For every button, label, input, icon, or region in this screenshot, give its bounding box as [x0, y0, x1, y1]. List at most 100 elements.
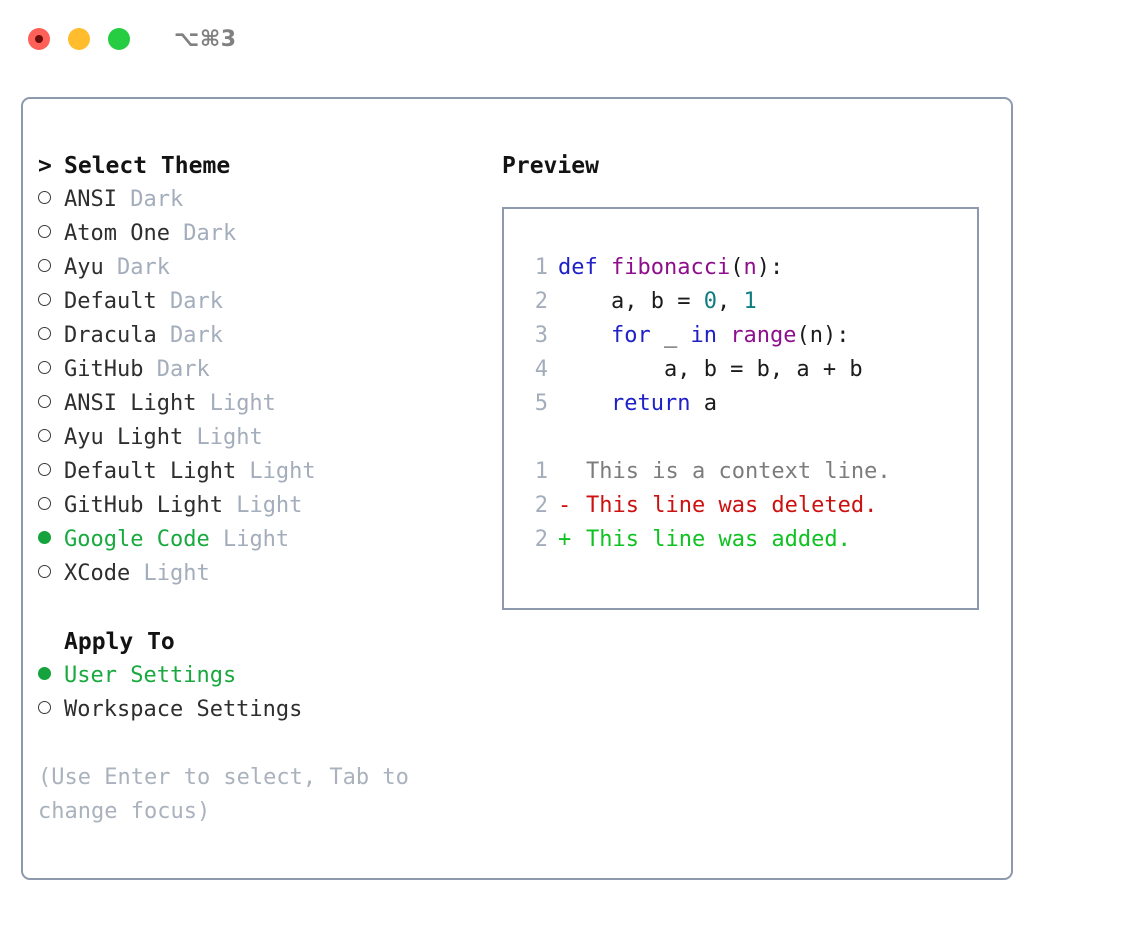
theme-option-item[interactable]: Google Code Light — [38, 523, 488, 557]
diff-line: 2 + This line was added. — [520, 523, 977, 557]
theme-option-item[interactable]: Default Dark — [38, 285, 488, 319]
code-token-plain: , — [716, 289, 744, 314]
theme-option-item[interactable]: Ayu Dark — [38, 251, 488, 285]
diff-line: 2-This line was deleted. — [520, 489, 977, 523]
code-token-fn: range — [730, 323, 797, 348]
code-token-plain — [558, 391, 611, 416]
code-token-punct: ): — [756, 255, 784, 280]
code-token-plain — [558, 323, 611, 348]
theme-option-variant: Dark — [116, 187, 184, 212]
code-token-kw: in — [690, 323, 717, 348]
radio-dot — [38, 429, 51, 442]
apply-to-heading: Apply To — [38, 625, 488, 659]
minimize-window-button[interactable] — [68, 28, 90, 50]
theme-option-label: GitHub Light — [64, 493, 223, 518]
code-token-plain: a — [690, 391, 717, 416]
apply-option-label: User Settings — [64, 663, 237, 688]
radio-dot — [38, 225, 51, 238]
theme-option-variant: Dark — [169, 221, 237, 246]
code-line-number: 1 — [534, 255, 548, 280]
apply-to-heading-label: Apply To — [64, 629, 175, 655]
theme-option-item[interactable]: GitHub Dark — [38, 353, 488, 387]
code-line-content: for _ in range(n): — [558, 319, 849, 353]
code-token-plain: _ — [650, 323, 691, 348]
theme-option-item[interactable]: Atom One Dark — [38, 217, 488, 251]
code-token-kw: return — [610, 391, 691, 416]
theme-option-item[interactable]: Default Light Light — [38, 455, 488, 489]
list-spacer — [38, 591, 488, 625]
close-window-button[interactable] — [28, 28, 50, 50]
traffic-lights — [28, 28, 130, 50]
theme-option-item[interactable]: Dracula Dark — [38, 319, 488, 353]
code-line: 5 return a — [520, 387, 977, 421]
theme-option-variant: Light — [183, 425, 263, 450]
maximize-window-button[interactable] — [108, 28, 130, 50]
theme-option-label: GitHub — [64, 357, 144, 382]
theme-option-label: ANSI — [64, 187, 117, 212]
theme-option-variant: Light — [222, 493, 303, 518]
theme-option-label: Ayu Light — [64, 425, 184, 450]
theme-option-label: Ayu — [64, 255, 104, 280]
theme-option-item[interactable]: GitHub Light Light — [38, 489, 488, 523]
theme-option-variant: Light — [209, 527, 290, 552]
apply-option-item[interactable]: Workspace Settings — [38, 693, 488, 727]
theme-option-label: Atom One — [64, 221, 170, 246]
window-shortcut-label: ⌥⌘3 — [174, 26, 237, 52]
radio-dot — [38, 259, 51, 272]
titlebar: ⌥⌘3 — [0, 0, 1140, 78]
code-token-plain: a, b = — [558, 289, 704, 314]
code-line: 2 a, b = 0, 1 — [520, 285, 977, 319]
diff-line-text: This is a context line. — [586, 459, 891, 484]
theme-option-item[interactable]: XCode Light — [38, 557, 488, 591]
code-line-content: return a — [558, 387, 717, 421]
radio-dot — [38, 361, 51, 374]
theme-option-variant: Dark — [103, 255, 170, 280]
code-line: 4 a, b = b, a + b — [520, 353, 977, 387]
theme-picker-heading-label: Select Theme — [64, 153, 231, 179]
theme-option-label: XCode — [64, 561, 131, 586]
code-token-plain: a, b = b, a + b — [558, 357, 863, 382]
theme-option-item[interactable]: Ayu Light Light — [38, 421, 488, 455]
radio-dot — [38, 497, 51, 510]
theme-option-item[interactable]: ANSI Light Light — [38, 387, 488, 421]
theme-option-item[interactable]: ANSI Dark — [38, 183, 488, 217]
code-token-num: 1 — [743, 289, 757, 314]
theme-option-label: Google Code — [64, 527, 210, 552]
diff-line-number: 2 — [534, 527, 548, 552]
code-token-punct: ( — [730, 255, 744, 280]
code-token-kw: def — [558, 255, 611, 280]
diff-line-text: This line was deleted. — [586, 493, 878, 518]
code-line-number: 4 — [534, 357, 548, 382]
radio-dot — [38, 463, 51, 476]
radio-dot — [38, 327, 51, 340]
theme-option-label: Default Light — [64, 459, 237, 484]
code-token-fn: n — [743, 255, 757, 280]
diff-preview-block: 1 This is a context line.2-This line was… — [520, 455, 977, 557]
diff-line-number: 2 — [534, 493, 548, 518]
code-line: 1 def fibonacci(n): — [520, 251, 977, 285]
theme-option-variant: Light — [196, 391, 276, 416]
keyboard-hint-text: (Use Enter to select, Tab to change focu… — [38, 765, 409, 824]
theme-option-label: Default — [64, 289, 157, 314]
radio-dot — [38, 293, 51, 306]
diff-marker: + — [558, 527, 572, 552]
radio-dot — [38, 395, 51, 408]
apply-option-label: Workspace Settings — [64, 697, 303, 722]
code-token-fn: fibonacci — [610, 255, 731, 280]
code-line-number: 5 — [534, 391, 548, 416]
diff-marker — [558, 455, 586, 489]
code-line-content: a, b = 0, 1 — [558, 285, 757, 319]
radio-dot — [38, 701, 51, 714]
apply-option-item[interactable]: User Settings — [38, 659, 488, 693]
diff-line-text: This line was added. — [586, 527, 851, 552]
diff-marker: - — [558, 493, 572, 518]
